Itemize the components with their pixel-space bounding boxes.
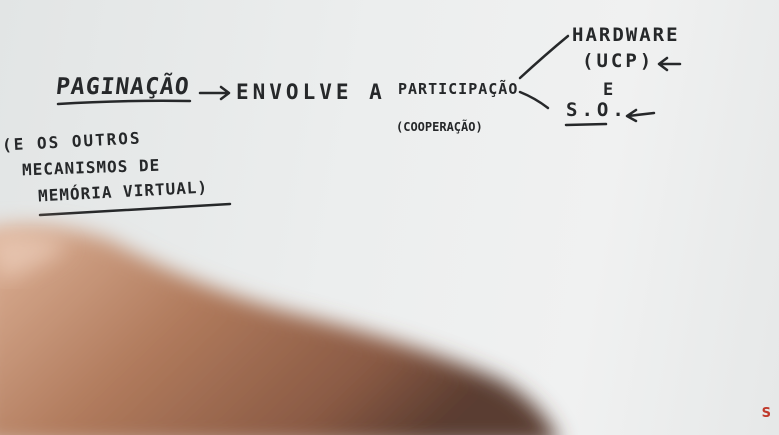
text-e: E [603, 80, 616, 100]
arrow-left-icon [625, 108, 656, 123]
logo-icon: S [761, 406, 771, 421]
text-envolve: ENVOLVE A [236, 80, 386, 104]
arrow-right-icon [198, 85, 231, 101]
text-cooperacao: (COOPERAÇÃO) [396, 120, 483, 134]
underline-so [564, 122, 608, 127]
branch-line-so [518, 90, 550, 110]
text-hardware: HARDWARE [572, 24, 680, 46]
text-so: S.O. [566, 99, 628, 121]
underline-memoria [38, 202, 232, 217]
arrow-left-icon [657, 56, 682, 72]
underline-paginacao [56, 99, 192, 106]
text-participacao: PARTICIPAÇÃO [398, 80, 519, 98]
branch-line-hardware [518, 34, 570, 80]
text-ucp: (UCP) [582, 50, 655, 72]
